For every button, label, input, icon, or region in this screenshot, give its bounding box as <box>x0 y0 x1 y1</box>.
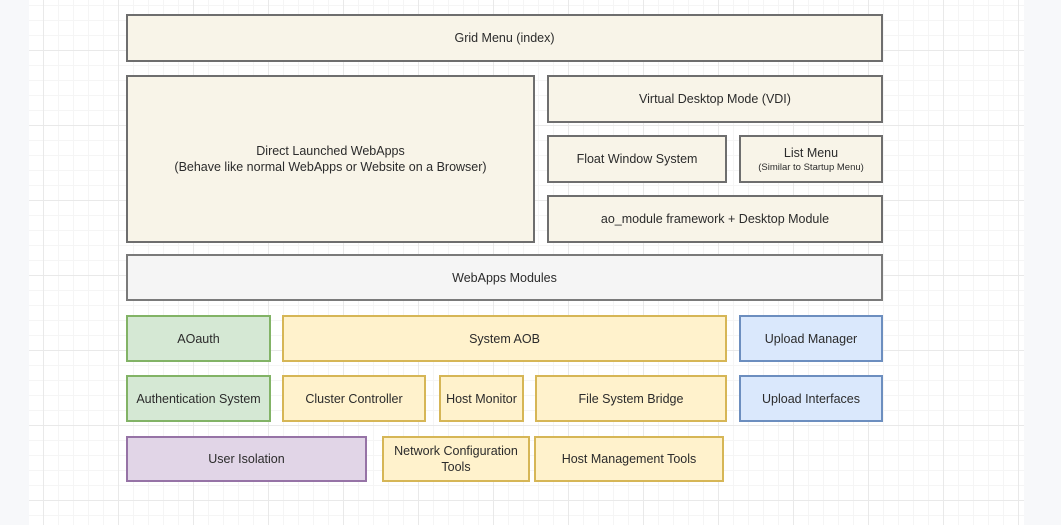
diagram-node-upload-interfaces: Upload Interfaces <box>739 375 883 422</box>
diagram-node-webapps-modules: WebApps Modules <box>126 254 883 301</box>
diagram-node-system-aob: System AOB <box>282 315 727 362</box>
node-label: Network Configuration Tools <box>388 443 524 475</box>
node-label: List Menu <box>784 145 838 161</box>
diagram-node-direct-launched-webapps: Direct Launched WebApps (Behave like nor… <box>126 75 535 243</box>
node-sublabel: (Similar to Startup Menu) <box>758 161 864 174</box>
node-label: File System Bridge <box>579 391 684 407</box>
node-label: Float Window System <box>577 151 698 167</box>
node-label: Upload Manager <box>765 331 857 347</box>
diagram-node-list-menu: List Menu (Similar to Startup Menu) <box>739 135 883 183</box>
node-label: Host Monitor <box>446 391 517 407</box>
diagram-node-upload-manager: Upload Manager <box>739 315 883 362</box>
node-label: WebApps Modules <box>452 270 557 286</box>
diagram-node-virtual-desktop-mode: Virtual Desktop Mode (VDI) <box>547 75 883 123</box>
diagram-node-aoauth: AOauth <box>126 315 271 362</box>
node-label: Grid Menu (index) <box>454 30 554 46</box>
diagram-node-grid-menu: Grid Menu (index) <box>126 14 883 62</box>
diagram-canvas: Grid Menu (index) Direct Launched WebApp… <box>29 0 1024 525</box>
diagram-node-host-monitor: Host Monitor <box>439 375 524 422</box>
diagram-node-file-system-bridge: File System Bridge <box>535 375 727 422</box>
node-label: Upload Interfaces <box>762 391 860 407</box>
diagram-node-network-configuration-tools: Network Configuration Tools <box>382 436 530 482</box>
node-label: ao_module framework + Desktop Module <box>601 211 829 227</box>
node-label: User Isolation <box>208 451 284 467</box>
diagram-node-float-window-system: Float Window System <box>547 135 727 183</box>
node-sublabel: (Behave like normal WebApps or Website o… <box>174 159 486 175</box>
diagram-node-authentication-system: Authentication System <box>126 375 271 422</box>
node-label: Cluster Controller <box>305 391 402 407</box>
node-label: System AOB <box>469 331 540 347</box>
diagram-node-host-management-tools: Host Management Tools <box>534 436 724 482</box>
diagram-node-cluster-controller: Cluster Controller <box>282 375 426 422</box>
node-label: Host Management Tools <box>562 451 697 467</box>
node-label: Authentication System <box>136 391 260 407</box>
node-label: AOauth <box>177 331 219 347</box>
diagram-node-ao-module-framework: ao_module framework + Desktop Module <box>547 195 883 243</box>
node-label: Virtual Desktop Mode (VDI) <box>639 91 791 107</box>
node-label: Direct Launched WebApps <box>256 143 404 159</box>
diagram-node-user-isolation: User Isolation <box>126 436 367 482</box>
